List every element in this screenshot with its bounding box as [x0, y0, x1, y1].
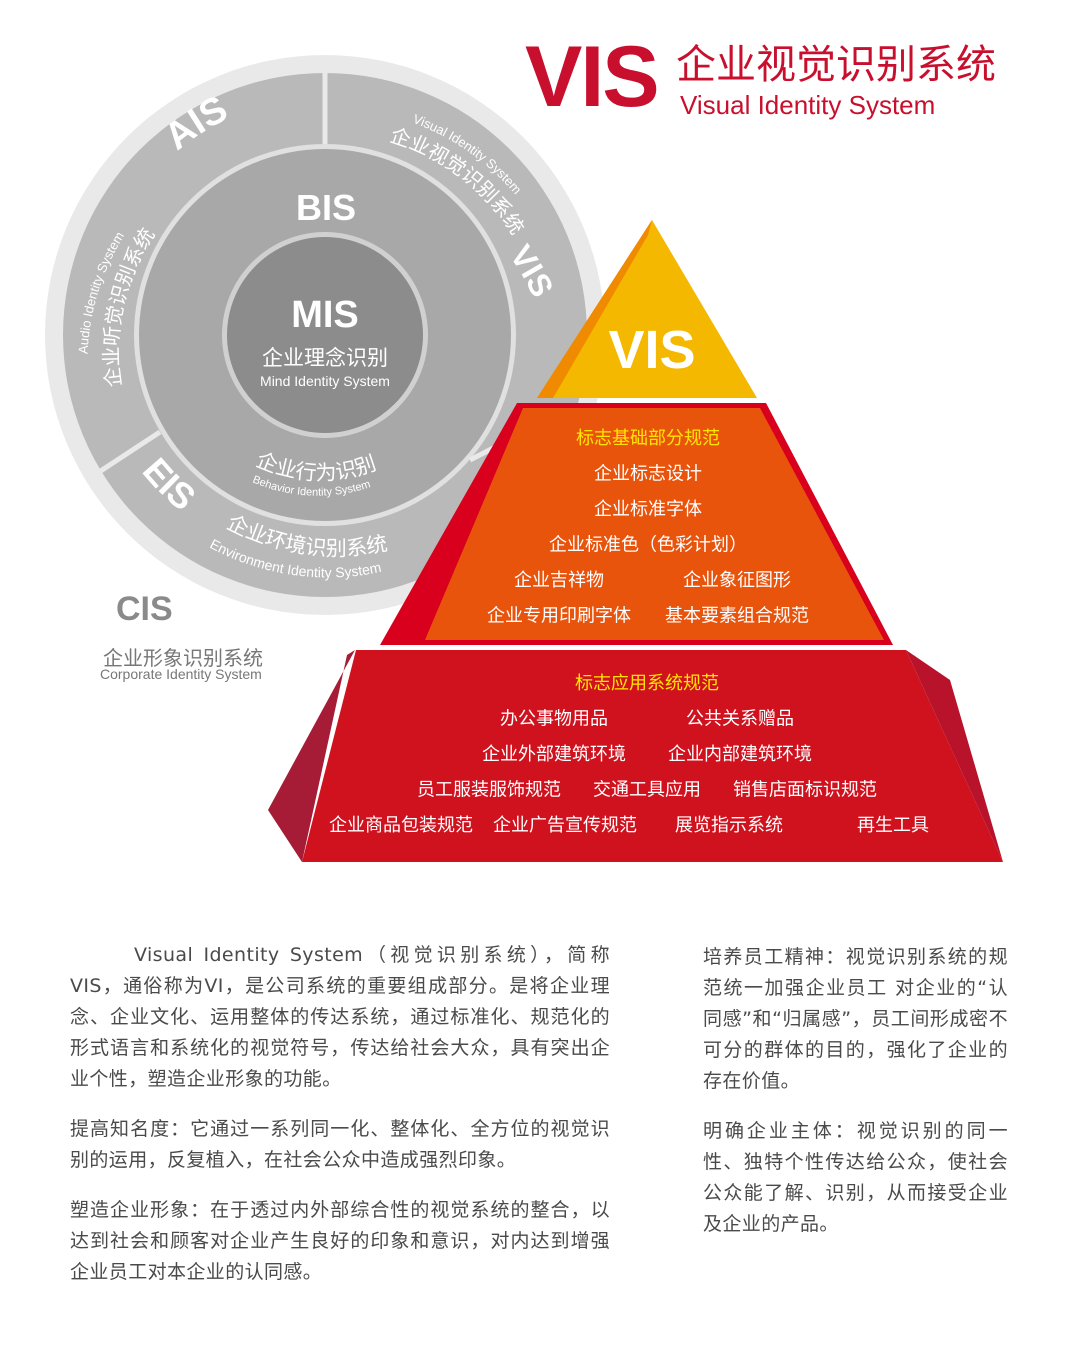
cis-en: Corporate Identity System: [100, 666, 262, 682]
pyramid-bottom-right-face: [906, 650, 1003, 862]
text-column-left: Visual Identity System（视觉识别系统），简称VIS，通俗称…: [70, 940, 610, 1307]
header-title-en: Visual Identity System: [680, 90, 936, 120]
tier-item: 员工服装服饰规范: [417, 780, 561, 801]
pyramid-middle-tier: [425, 408, 884, 640]
cis-vis-diagram: MIS 企业理念识别 Mind Identity System BIS 企业行为…: [45, 55, 1003, 862]
text-column-right: 培养员工精神：视觉识别系统的规范统一加强企业员工 对企业的“认同感”和“归属感”…: [703, 942, 1008, 1259]
text-paragraph: 培养员工精神：视觉识别系统的规范统一加强企业员工 对企业的“认同感”和“归属感”…: [703, 946, 1008, 1092]
tier-item: 企业内部建筑环境: [668, 744, 812, 765]
cis-cn: 企业形象识别系统: [103, 646, 263, 670]
header-abbr: VIS: [525, 29, 660, 125]
pyramid-top-label: VIS: [608, 320, 695, 380]
mis-abbr: MIS: [291, 294, 359, 336]
tier-item: 企业外部建筑环境: [482, 744, 626, 765]
tier-item: 基本要素组合规范: [665, 606, 809, 627]
tier-item: 企业标准字体: [594, 499, 702, 520]
tier-item: 公共关系赠品: [686, 709, 794, 730]
header-title-cn: 企业视觉识别系统: [676, 42, 996, 88]
tier-item: 再生工具: [857, 815, 929, 836]
pyramid-bottom-tier: [302, 650, 1003, 862]
text-paragraph: Visual Identity System（视觉识别系统），简称VIS，通俗称…: [70, 944, 610, 1090]
pyramid-bottom-left-face: [268, 650, 355, 862]
tier-heading: 标志应用系统规范: [575, 673, 719, 694]
tier-item: 企业专用印刷字体: [487, 606, 631, 627]
pyramid-top-left-face: [537, 220, 652, 398]
mis-en: Mind Identity System: [260, 373, 390, 389]
text-paragraph: 提高知名度：它通过一系列同一化、整体化、全方位的视觉识别的运用，反复植入，在社会…: [70, 1118, 610, 1171]
tier-item: 企业广告宣传规范: [493, 815, 637, 836]
ring-divider: [91, 429, 162, 479]
pyramid-top-tier: [537, 220, 757, 398]
mis-cn: 企业理念识别: [262, 346, 388, 370]
tier-item: 企业标志设计: [594, 464, 702, 485]
tier-item: 展览指示系统: [675, 815, 783, 836]
text-paragraph: 塑造企业形象：在于透过内外部综合性的视觉系统的整合，以达到社会和顾客对企业产生良…: [70, 1199, 610, 1283]
tier-item: 办公事物用品: [500, 709, 608, 730]
tier-item: 企业象征图形: [683, 570, 791, 591]
tier-item: 销售店面标识规范: [733, 780, 877, 801]
tier-item: 企业商品包装规范: [329, 815, 473, 836]
tier-item: 交通工具应用: [593, 780, 701, 801]
bis-abbr: BIS: [296, 187, 356, 228]
cis-abbr: CIS: [116, 590, 173, 628]
text-paragraph: 明确企业主体：视觉识别的同一性、独特个性传达给公众，使社会公众能了解、识别，从而…: [703, 1120, 1008, 1235]
tier-item: 企业吉祥物: [514, 570, 604, 591]
tier-item: 企业标准色（色彩计划）: [549, 535, 747, 556]
tier-heading: 标志基础部分规范: [576, 428, 720, 449]
mis-circle: [227, 237, 423, 433]
